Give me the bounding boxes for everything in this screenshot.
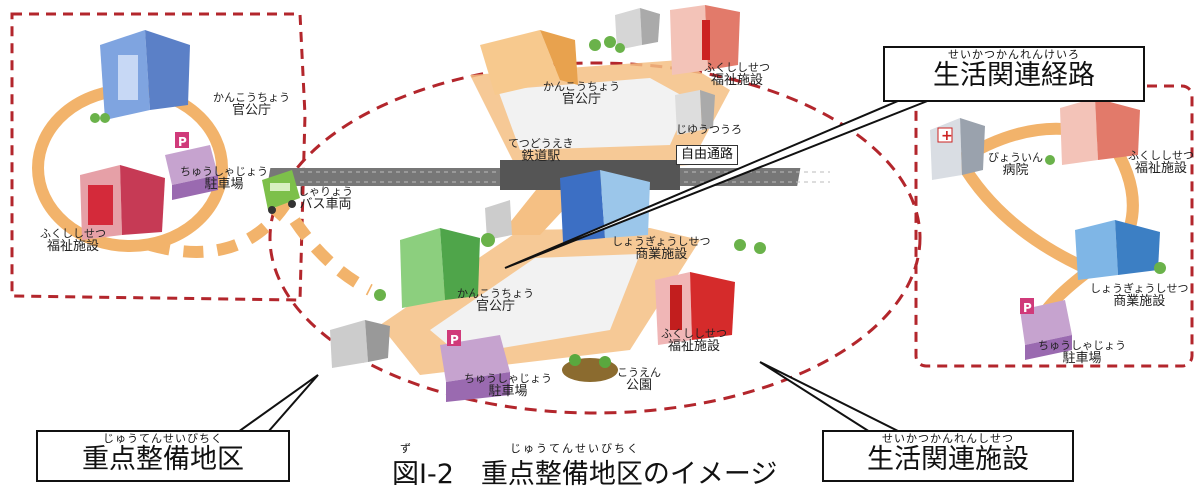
caption-text: 図Ⅰ-2 重点整備地区のイメージ (392, 459, 778, 490)
center-office-label: かんこうちょう 官公庁 (457, 288, 534, 313)
center-welfare-label: ふくししせつ 福祉施設 (661, 328, 727, 353)
top-office-label: かんこうちょう 官公庁 (543, 81, 620, 106)
ruby: しょうぎょうしせつ (1090, 282, 1189, 295)
kanji: 駐車場 (1062, 350, 1102, 366)
ruby: びょういん (988, 151, 1043, 164)
center-parking-building (440, 330, 510, 402)
ruby: てつどうえき (508, 137, 574, 150)
caption-ruby-district: じゅうてんせいびちく (510, 442, 640, 455)
ruby: こうえん (617, 366, 661, 379)
kanji: 商業施設 (635, 246, 688, 262)
bus-label: しゃりょう バス車両 (298, 186, 353, 211)
right-commercial-label: しょうぎょうしせつ 商業施設 (1090, 283, 1188, 308)
facility-callout-ruby: せいかつかんれんしせつ (882, 432, 1014, 445)
kanji: 福祉施設 (667, 338, 720, 354)
ruby: ふくししせつ (704, 61, 770, 74)
caption-ruby-zu: ず (400, 442, 411, 455)
left-district-boundary (10, 12, 307, 302)
route-callout-text: 生活関連経路 (933, 60, 1095, 91)
ruby: しゃりょう (298, 185, 353, 198)
hospital-building (930, 118, 985, 180)
free-passage-building (675, 90, 715, 135)
right-commercial-building (1075, 220, 1160, 280)
right-welfare-building (1060, 98, 1140, 165)
kanji: 公園 (625, 377, 652, 393)
top-small-building (615, 8, 660, 50)
ruby: ふくししせつ (40, 227, 106, 240)
left-office-label: かんこうちょう 官公庁 (213, 92, 290, 117)
kanji: 福祉施設 (1134, 160, 1187, 176)
kanji: 鉄道駅 (521, 148, 561, 164)
hospital-cross-icon: + (941, 128, 953, 144)
free-passage-tag: 自由通路 (676, 145, 739, 165)
commercial-label: しょうぎょうしせつ 商業施設 (612, 236, 710, 261)
left-office-building (100, 30, 190, 120)
left-route-dashed (148, 193, 373, 296)
right-parking-building (1020, 298, 1072, 360)
kanji: 官公庁 (231, 102, 271, 118)
top-welfare-label: ふくししせつ 福祉施設 (704, 62, 770, 87)
station-label: てつどうえき 鉄道駅 (508, 138, 573, 163)
route-callout-ruby: せいかつかんれんけいろ (948, 48, 1080, 61)
park-label: こうえん 公園 (617, 367, 661, 392)
center-parking-label: ちゅうしゃじょう 駐車場 (464, 373, 552, 398)
district-callout-text: 重点整備地区 (82, 444, 244, 475)
parking-icon: P (450, 333, 459, 347)
facility-callout: せいかつかんれんしせつ 生活関連施設 (822, 430, 1074, 482)
left-welfare-building (80, 165, 165, 240)
ruby: ちゅうしゃじょう (464, 372, 552, 385)
commercial-building (560, 170, 650, 242)
kanji: 病院 (1002, 162, 1029, 178)
kanji: バス車両 (299, 196, 352, 212)
district-callout-ruby: じゅうてんせいびちく (103, 432, 223, 445)
district-callout: じゅうてんせいびちく 重点整備地区 (36, 430, 290, 482)
kanji: 官公庁 (561, 91, 601, 107)
park (562, 354, 618, 382)
hospital-label: びょういん 病院 (988, 152, 1043, 177)
parking-icon: P (178, 135, 187, 149)
ruby: ふくししせつ (1128, 149, 1194, 162)
top-welfare-building (670, 5, 740, 75)
kanji: 官公庁 (475, 298, 515, 314)
free-passage-label: じゆうつうろ (676, 124, 742, 136)
ruby: かんこうちょう (457, 287, 534, 300)
kanji: 駐車場 (204, 176, 244, 192)
kanji: 福祉施設 (46, 238, 99, 254)
bus-vehicle (262, 170, 300, 214)
grey-buildings (330, 200, 512, 368)
center-welfare-building (655, 272, 735, 345)
route-callout: せいかつかんれんけいろ 生活関連経路 (883, 46, 1145, 102)
ruby: しょうぎょうしせつ (612, 235, 711, 248)
kanji: 福祉施設 (710, 72, 763, 88)
left-parking-building (165, 132, 218, 200)
left-welfare-label: ふくししせつ 福祉施設 (40, 228, 106, 253)
left-parking-label: ちゅうしゃじょう 駐車場 (180, 166, 268, 191)
ruby: かんこうちょう (543, 80, 620, 93)
kanji: 商業施設 (1113, 293, 1166, 309)
right-welfare-label: ふくししせつ 福祉施設 (1128, 150, 1194, 175)
center-office-building (400, 228, 480, 308)
ruby: ちゅうしゃじょう (180, 165, 268, 178)
facility-callout-text: 生活関連施設 (867, 444, 1029, 475)
right-parking-label: ちゅうしゃじょう 駐車場 (1038, 340, 1126, 365)
kanji: 駐車場 (488, 383, 528, 399)
top-office-building (480, 30, 578, 95)
ruby: ふくししせつ (661, 327, 727, 340)
center-district-boundary (268, 61, 922, 415)
parking-icon: P (1023, 301, 1032, 315)
ruby: じゆうつうろ (676, 123, 742, 136)
ruby: ちゅうしゃじょう (1038, 339, 1126, 352)
ruby: かんこうちょう (213, 91, 290, 104)
trees (90, 36, 1166, 301)
